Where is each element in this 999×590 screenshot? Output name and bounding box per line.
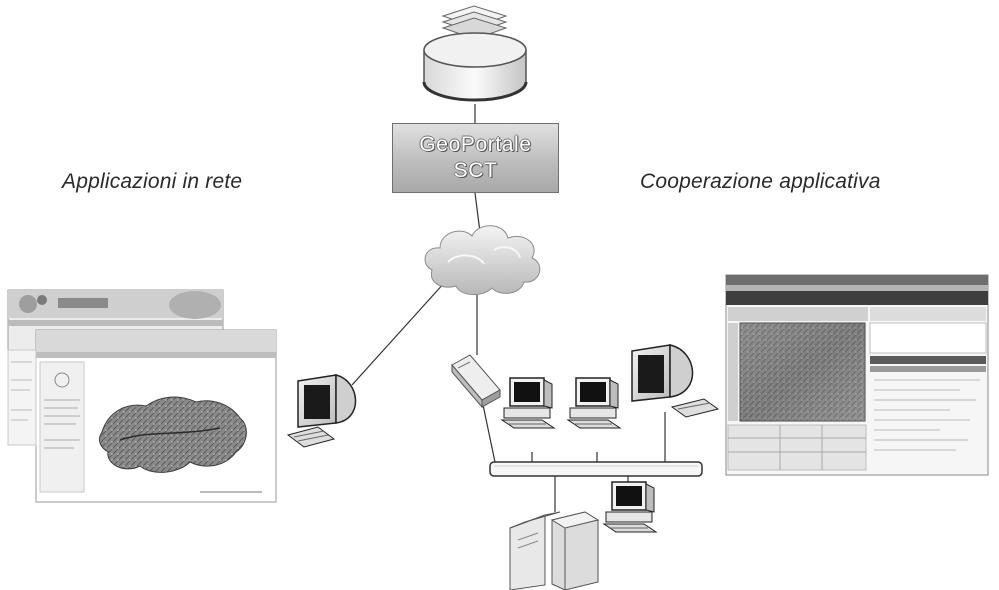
connection-lines bbox=[351, 104, 666, 512]
cloud-icon bbox=[424, 225, 541, 295]
portal-title-line1: GeoPortale bbox=[419, 133, 532, 156]
network-applications-label: Applicazioni in rete bbox=[62, 170, 243, 193]
portal-title-line2: SCT bbox=[453, 159, 498, 182]
desktop-computer-icon bbox=[602, 481, 658, 533]
desktop-computer-icon bbox=[566, 377, 622, 429]
link-portal-cloud bbox=[474, 192, 481, 233]
web-application-screenshot bbox=[7, 289, 277, 503]
link-cloud-left-workstation bbox=[351, 281, 446, 386]
router-icon bbox=[451, 354, 501, 409]
crt-monitor-icon bbox=[286, 374, 357, 448]
crt-monitor-icon bbox=[631, 344, 720, 418]
cooperative-application-screenshot bbox=[725, 274, 989, 476]
desktop-computer-icon bbox=[500, 377, 556, 429]
geoportale-box: GeoPortale SCT bbox=[392, 123, 559, 193]
database-icon bbox=[422, 5, 528, 102]
lan-bus bbox=[489, 461, 703, 477]
link-router-bus bbox=[481, 399, 496, 463]
application-cooperation-label: Cooperazione applicativa bbox=[640, 170, 881, 193]
server-icon bbox=[509, 511, 600, 590]
